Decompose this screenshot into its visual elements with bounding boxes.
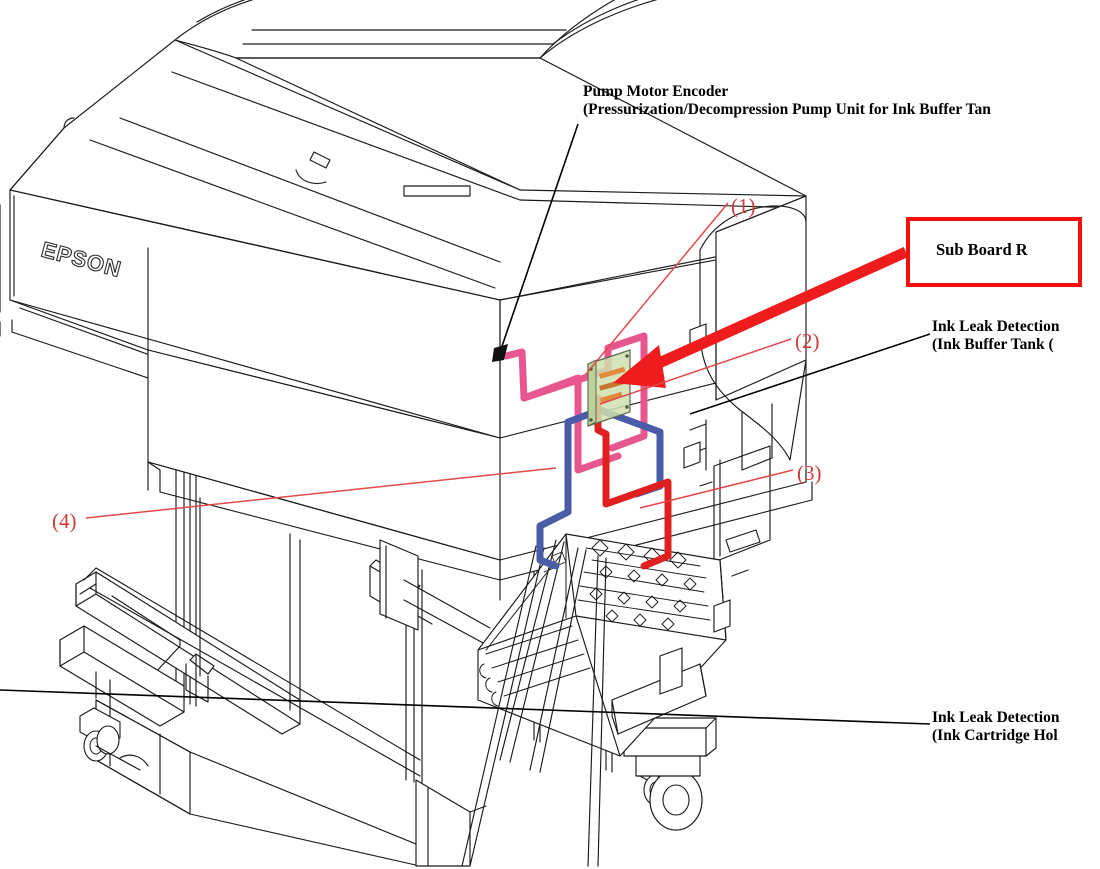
label-ink-leak-cartridge-holder: Ink Leak Detection (Ink Cartridge Hol — [932, 709, 1059, 746]
label-ink-leak-buffer-tank-line2: (Ink Buffer Tank ( — [932, 336, 1054, 354]
callout-number-2: (2) — [795, 329, 820, 353]
sub-board-r-part — [587, 349, 631, 427]
label-sub-board-r: Sub Board R — [936, 240, 1028, 259]
label-ink-leak-buffer-tank-line1: Ink Leak Detection — [932, 318, 1060, 335]
label-pump-motor-encoder: Pump Motor Encoder (Pressurization/Decom… — [583, 83, 991, 120]
label-ink-leak-cartridge-holder-line2: (Ink Cartridge Hol — [932, 727, 1058, 745]
label-pump-motor-encoder-line2: (Pressurization/Decompression Pump Unit … — [583, 101, 991, 119]
callout-number-3: (3) — [797, 461, 822, 485]
label-ink-leak-buffer-tank: Ink Leak Detection (Ink Buffer Tank ( — [932, 318, 1059, 355]
callout-number-1: (1) — [731, 194, 756, 218]
label-pump-motor-encoder-line1: Pump Motor Encoder — [583, 83, 729, 100]
label-ink-leak-cartridge-holder-line1: Ink Leak Detection — [932, 709, 1060, 726]
sub-board-r-arrow — [613, 246, 909, 388]
sub-board-r-callout-box — [906, 217, 1082, 287]
callout-number-4: (4) — [52, 509, 77, 533]
